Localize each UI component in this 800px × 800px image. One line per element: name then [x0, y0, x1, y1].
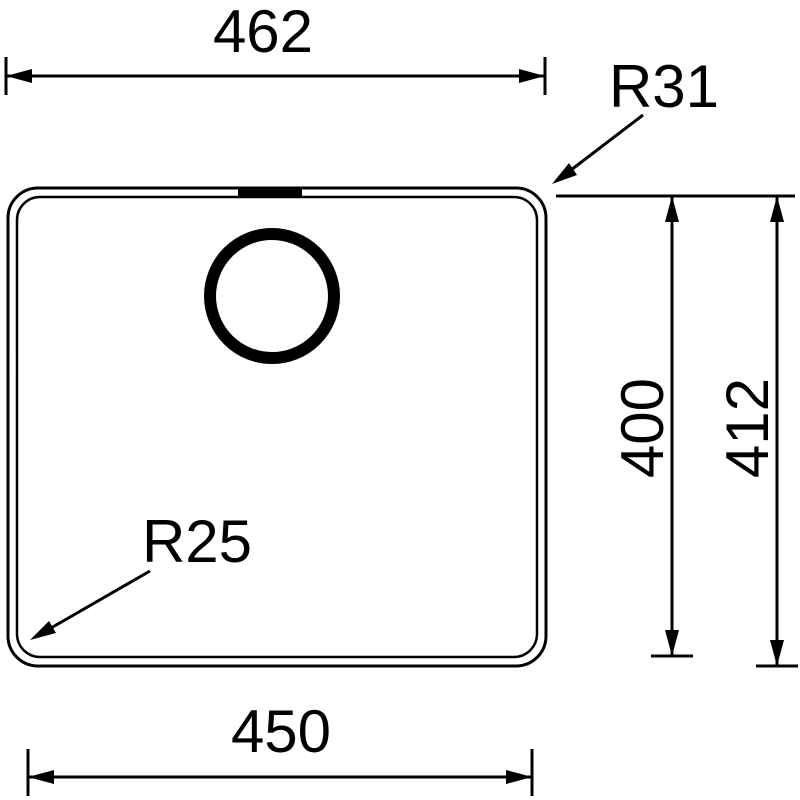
- label-height-outer: 412: [714, 378, 781, 478]
- arrow-right-icon: [506, 770, 532, 784]
- arrow-left-icon: [28, 770, 54, 784]
- label-radius-bottom-left: R25: [142, 508, 252, 575]
- dim-height-outer: 412: [714, 196, 798, 668]
- label-width-top: 462: [213, 0, 313, 65]
- arrow-leader-icon: [30, 621, 56, 640]
- label-radius-top-right: R31: [609, 53, 719, 120]
- drain-hole: [204, 228, 340, 364]
- leader-line: [570, 113, 644, 172]
- arrow-up-icon: [770, 196, 784, 222]
- dim-width-bottom: 450: [26, 698, 534, 796]
- dim-height-inner: 400: [609, 196, 693, 658]
- callout-radius-top-right: R31: [552, 53, 719, 184]
- label-height-inner: 400: [609, 378, 676, 478]
- arrow-up-icon: [665, 196, 679, 222]
- arrow-down-icon: [665, 630, 679, 656]
- sink-inner-outline: [15, 195, 539, 659]
- arrow-right-icon: [519, 69, 545, 83]
- leader-line: [50, 569, 151, 630]
- sink-outer-outline: [6, 186, 548, 668]
- dim-width-top: 462: [4, 0, 547, 95]
- label-width-bottom: 450: [231, 698, 331, 765]
- callout-radius-bottom-left: R25: [30, 508, 252, 640]
- arrow-down-icon: [770, 640, 784, 666]
- arrow-leader-icon: [552, 163, 577, 184]
- sink-body: [6, 186, 548, 668]
- arrow-left-icon: [6, 69, 32, 83]
